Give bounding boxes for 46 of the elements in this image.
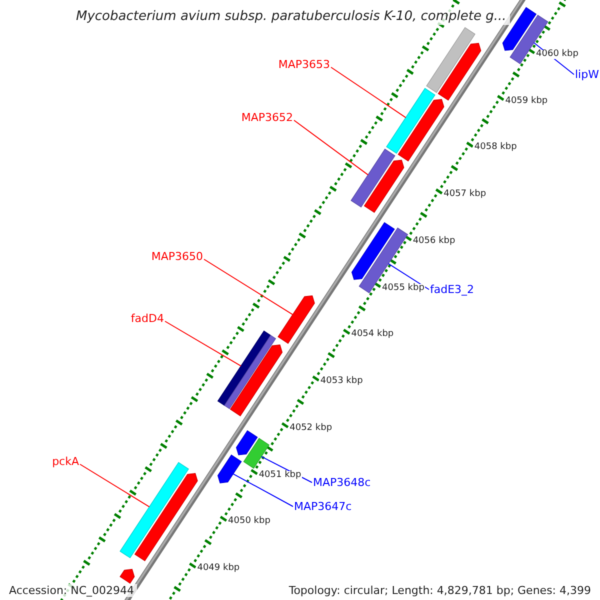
gene-label: MAP3653 bbox=[278, 59, 330, 70]
scale-label: 4053 kbp bbox=[319, 377, 364, 386]
scale-label: 4052 kbp bbox=[288, 424, 334, 433]
gene-block bbox=[358, 227, 408, 294]
scale-label: 4057 kbp bbox=[442, 190, 488, 200]
gene-label: fadE3_2 bbox=[430, 284, 474, 295]
gene-label: MAP3652 bbox=[241, 112, 293, 123]
gene-label: MAP3650 bbox=[151, 251, 203, 262]
gene-block-pointed bbox=[351, 222, 395, 280]
scale-label: 4056 kbp bbox=[412, 236, 456, 246]
gene-block bbox=[217, 330, 272, 406]
scale-label: 4060 kbp bbox=[535, 50, 580, 59]
gene-block-pointed bbox=[438, 42, 482, 101]
gene-label: fadD4 bbox=[130, 313, 164, 324]
gene-block-pointed bbox=[278, 295, 315, 344]
gene-block bbox=[426, 27, 476, 93]
scale-label: 4049 kbp bbox=[196, 564, 241, 574]
gene-block bbox=[224, 334, 276, 410]
scale-label: 4054 kbp bbox=[350, 330, 395, 340]
gene-block-pointed bbox=[230, 344, 283, 416]
gene-block-pointed bbox=[364, 160, 404, 213]
gene-label: pckA bbox=[52, 456, 79, 467]
accession-label: Accession: NC_002944 bbox=[6, 584, 138, 597]
scale-label: 4059 kbp bbox=[504, 96, 549, 106]
gene-label: MAP3647c bbox=[294, 501, 352, 512]
gene-block-pointed bbox=[236, 430, 258, 456]
scale-label: 4050 kbp bbox=[227, 517, 272, 526]
scale-label: 4055 kbp bbox=[381, 284, 426, 293]
gene-block bbox=[243, 438, 270, 469]
gene-block bbox=[386, 88, 436, 154]
leader-line bbox=[232, 473, 294, 507]
leader-line bbox=[164, 320, 242, 366]
gene-block bbox=[120, 462, 189, 558]
gene-block-pointed bbox=[134, 473, 198, 562]
leader-line bbox=[388, 263, 430, 290]
leader-line bbox=[80, 464, 150, 508]
leader-line bbox=[204, 258, 294, 316]
leader-line bbox=[330, 66, 406, 118]
gene-label: lipW bbox=[575, 69, 599, 80]
gene-label: MAP3648c bbox=[313, 477, 371, 488]
gene-block-pointed bbox=[217, 454, 242, 484]
scale-label: 4051 kbp bbox=[258, 470, 302, 480]
gene-block-pointed bbox=[398, 98, 444, 162]
leader-line bbox=[294, 120, 368, 176]
scale-label: 4058 kbp bbox=[473, 143, 518, 152]
gene-block bbox=[350, 148, 396, 208]
